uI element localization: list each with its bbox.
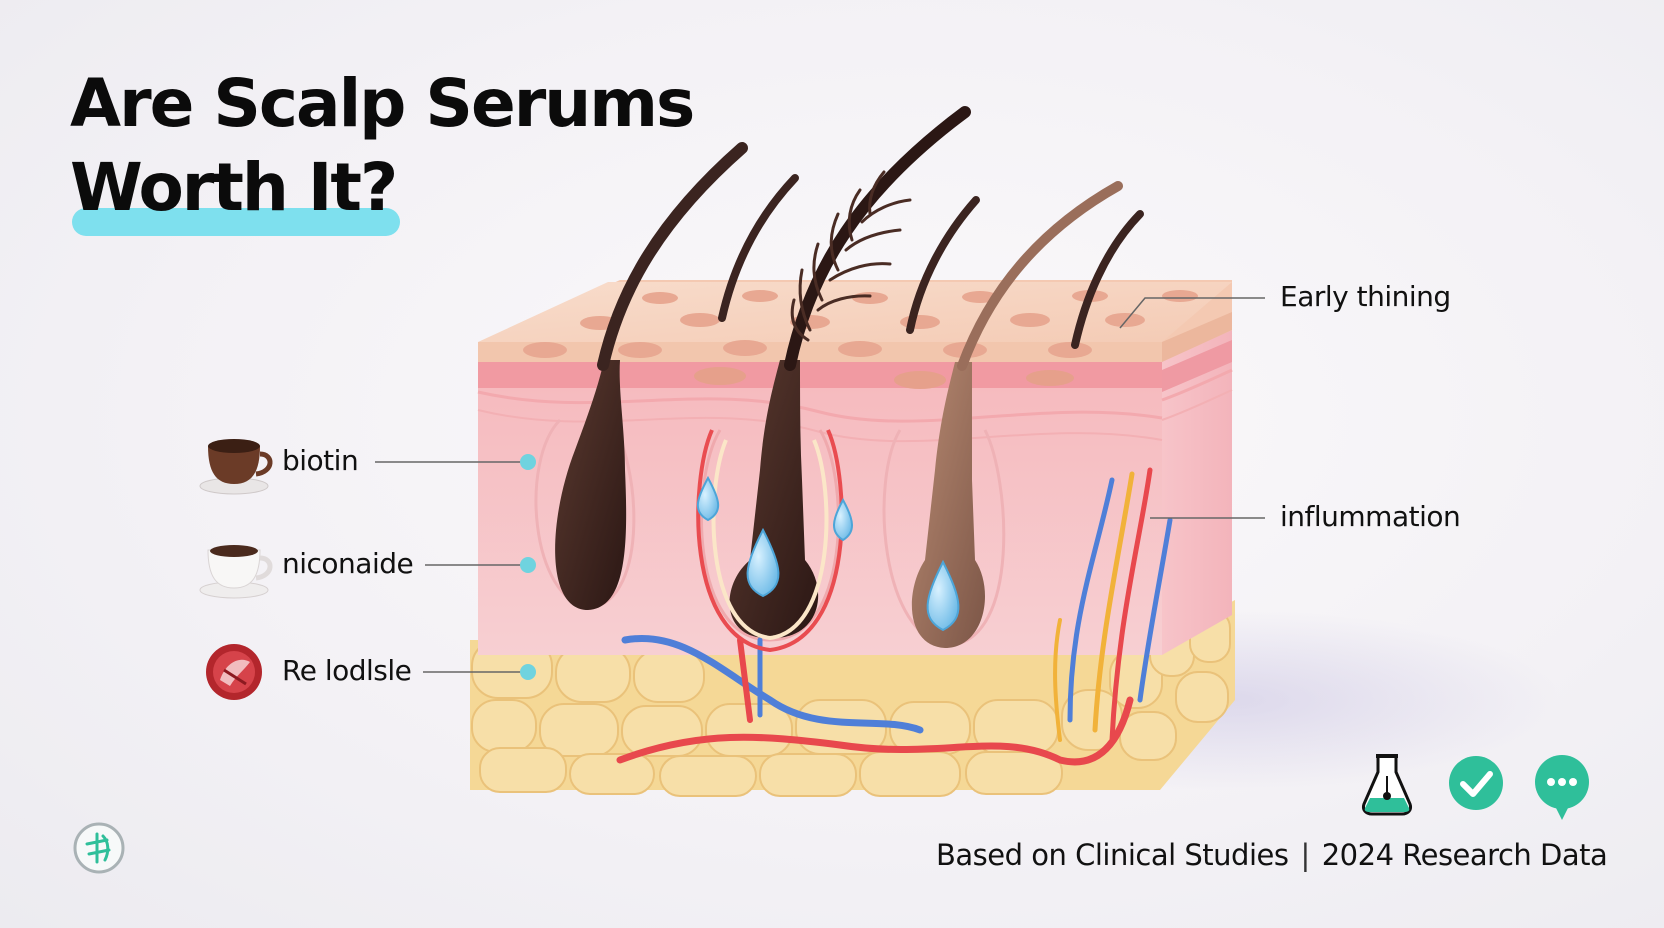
footer-data: 2024 Research Data bbox=[1321, 838, 1608, 872]
page-title: Are Scalp Serums Worth It? bbox=[70, 62, 695, 236]
checkmark-icon bbox=[1449, 756, 1503, 810]
footer-source: Based on Clinical Studies bbox=[936, 838, 1289, 872]
serum-droplets bbox=[696, 475, 960, 632]
annotation-inflammation: inflummation bbox=[1280, 500, 1461, 533]
ingredient-label-niconaide: niconaide bbox=[282, 547, 414, 580]
red-capsule-icon bbox=[206, 644, 262, 700]
leader-lines bbox=[375, 297, 1265, 673]
title-line-2: Worth It? bbox=[70, 149, 398, 226]
title-highlight bbox=[72, 208, 400, 236]
chat-bubble-icon bbox=[1535, 755, 1589, 820]
ingredient-label-relodlsle: Re lodlsle bbox=[282, 654, 412, 687]
coffee-cup-icon bbox=[199, 439, 273, 495]
coffee-cup-icon bbox=[199, 545, 273, 599]
ingredient-label-biotin: biotin bbox=[282, 444, 359, 477]
scalp-surface bbox=[478, 280, 1232, 389]
footer-separator: | bbox=[1300, 838, 1310, 872]
footer-source-line: Based on Clinical Studies | 2024 Research … bbox=[936, 838, 1608, 872]
blood-vessels bbox=[616, 467, 1173, 766]
leader-markers bbox=[520, 454, 536, 680]
annotation-early-thinning: Early thining bbox=[1280, 280, 1451, 313]
title-line-1: Are Scalp Serums bbox=[70, 65, 695, 142]
brand-logo-icon bbox=[73, 822, 125, 874]
flask-icon bbox=[1362, 754, 1412, 816]
